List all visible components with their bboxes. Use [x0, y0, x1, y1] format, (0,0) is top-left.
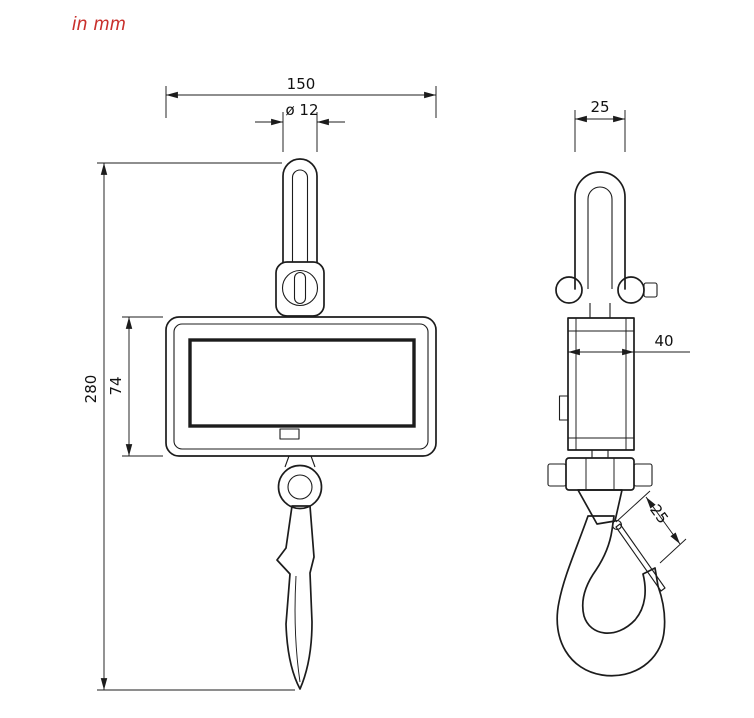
side-button	[558, 395, 569, 421]
swivel-crossbar-lines	[585, 458, 615, 490]
eye-boss-circle	[281, 269, 319, 307]
dim-width-label: 150	[287, 75, 316, 93]
dimension-total-height: 280	[82, 162, 295, 691]
shackle-pin-left	[555, 276, 583, 304]
swivel-crossbar	[565, 457, 635, 491]
eye-boss-plate	[275, 261, 325, 317]
dimension-display-height: 74	[107, 316, 163, 457]
units-note-label: in mm	[72, 14, 127, 35]
hook-safety-latch	[615, 523, 666, 592]
shackle-pin-right	[617, 276, 645, 304]
dimension-body-width: 150	[165, 75, 437, 118]
side-view: 25 40 25	[547, 98, 690, 677]
scale-body-bezel	[173, 323, 429, 450]
dimension-shackle-width: 25	[574, 98, 626, 152]
body-side-edges	[568, 318, 634, 450]
shackle-pin-nut	[643, 282, 658, 298]
dimension-eye-diameter: ø 12	[255, 101, 345, 152]
dimension-body-depth: 40	[568, 332, 690, 356]
shackle-neck-lines	[589, 303, 611, 318]
hook-bracket	[577, 489, 623, 525]
shackle-outer	[574, 171, 626, 290]
bottom-neck-lines	[284, 455, 316, 468]
dim-display-height-label: 74	[107, 376, 125, 395]
ir-window	[279, 428, 300, 440]
eye-boss-slot	[293, 271, 307, 305]
hook-front-detail	[294, 575, 301, 683]
suspension-eye-outer	[282, 158, 318, 263]
bottom-boss-outer	[277, 464, 323, 510]
hook-front-profile	[276, 505, 315, 690]
body-side-outline	[567, 317, 635, 451]
bottom-boss-inner	[287, 474, 313, 500]
dimension-hook-latch: 25	[615, 490, 687, 564]
dim-total-height-label: 280	[82, 375, 100, 404]
dim-hook-latch-label: 25	[646, 501, 672, 527]
scale-body-outline	[165, 316, 437, 457]
dim-shackle-width-label: 25	[590, 98, 609, 116]
swivel-nut-right	[633, 463, 653, 487]
front-view: 150 ø 12 280 74	[82, 75, 437, 691]
suspension-eye-inner	[291, 169, 309, 262]
swivel-nut-left	[547, 463, 567, 487]
shackle-inner	[587, 186, 613, 289]
swivel-neck-lines	[591, 450, 609, 458]
display-window	[188, 338, 416, 428]
hook-side-profile	[556, 515, 666, 677]
dim-body-depth-label: 40	[654, 332, 673, 350]
dim-eye-diameter-label: ø 12	[285, 101, 318, 119]
